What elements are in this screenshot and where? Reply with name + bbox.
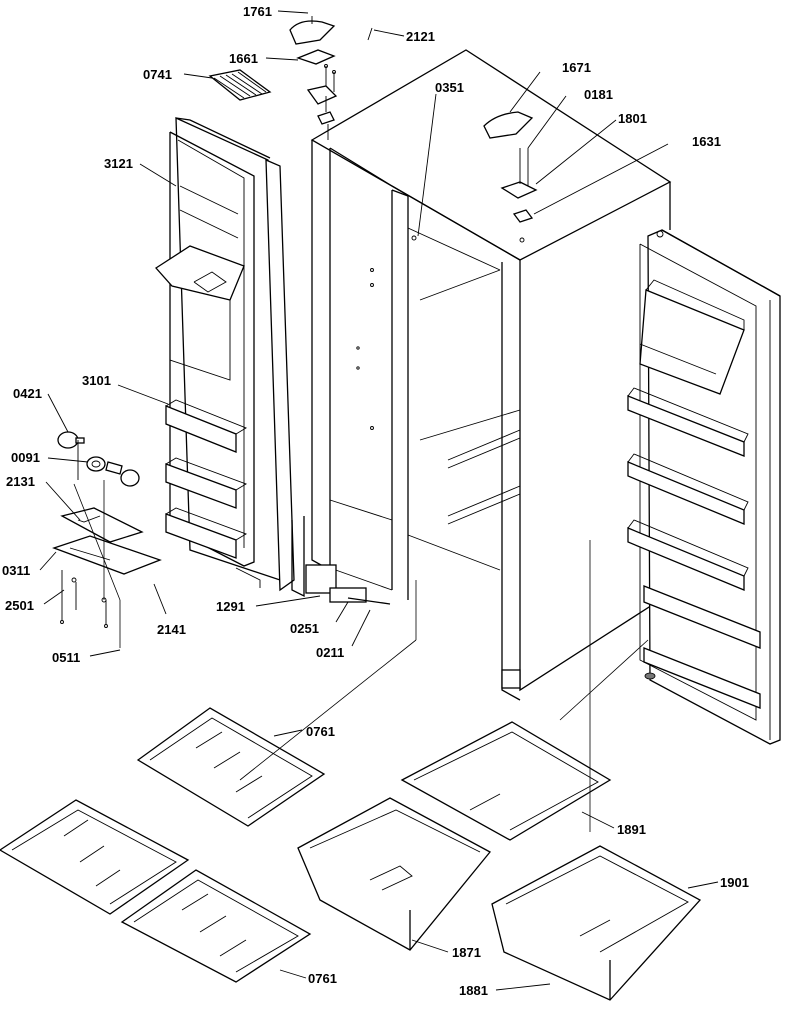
part-label-0761-upper: 0761: [306, 724, 335, 739]
part-label-1291: 1291: [216, 599, 245, 614]
part-label-0251: 0251: [290, 621, 319, 636]
light-assembly: [52, 431, 162, 648]
part-label-1901: 1901: [720, 875, 749, 890]
part-label-0311: 0311: [2, 563, 30, 578]
part-label-2141: 2141: [157, 622, 186, 637]
glass-shelf-lower-left: [0, 799, 190, 915]
part-label-3101: 3101: [82, 373, 111, 388]
part-label-1881: 1881: [459, 983, 488, 998]
top-hinge-right: [483, 111, 538, 243]
vent-grille: [208, 69, 272, 101]
part-label-0741: 0741: [143, 67, 172, 82]
part-label-0421: 0421: [13, 386, 42, 401]
part-label-2501: 2501: [5, 598, 34, 613]
part-label-1661: 1661: [229, 51, 258, 66]
part-label-0091: 0091: [11, 450, 40, 465]
part-label-1801: 1801: [618, 111, 647, 126]
crisper-drawer-right: [491, 845, 702, 1001]
part-label-0181: 0181: [584, 87, 613, 102]
part-label-2131: 2131: [6, 474, 35, 489]
glass-shelf-upper: [136, 707, 326, 827]
part-label-0511: 0511: [52, 650, 80, 665]
part-label-1631: 1631: [692, 134, 721, 149]
part-label-0761-lower: 0761: [308, 971, 337, 986]
part-label-1671: 1671: [562, 60, 591, 75]
crisper-cover: [400, 721, 612, 841]
part-label-0211: 0211: [316, 645, 344, 660]
part-label-1891: 1891: [617, 822, 646, 837]
cabinet: [305, 49, 672, 701]
top-hinge-left: [289, 16, 373, 140]
part-label-1761: 1761: [243, 4, 272, 19]
part-label-2121: 2121: [406, 29, 435, 44]
freezer-door: [155, 116, 305, 598]
part-label-0351: 0351: [435, 80, 464, 95]
glass-shelf-lower-right: [120, 869, 312, 983]
leader-lines: [39, 10, 719, 991]
part-label-1871: 1871: [452, 945, 481, 960]
fresh-food-door: [627, 229, 781, 745]
crisper-drawer-left: [297, 797, 492, 951]
part-label-3121: 3121: [104, 156, 133, 171]
